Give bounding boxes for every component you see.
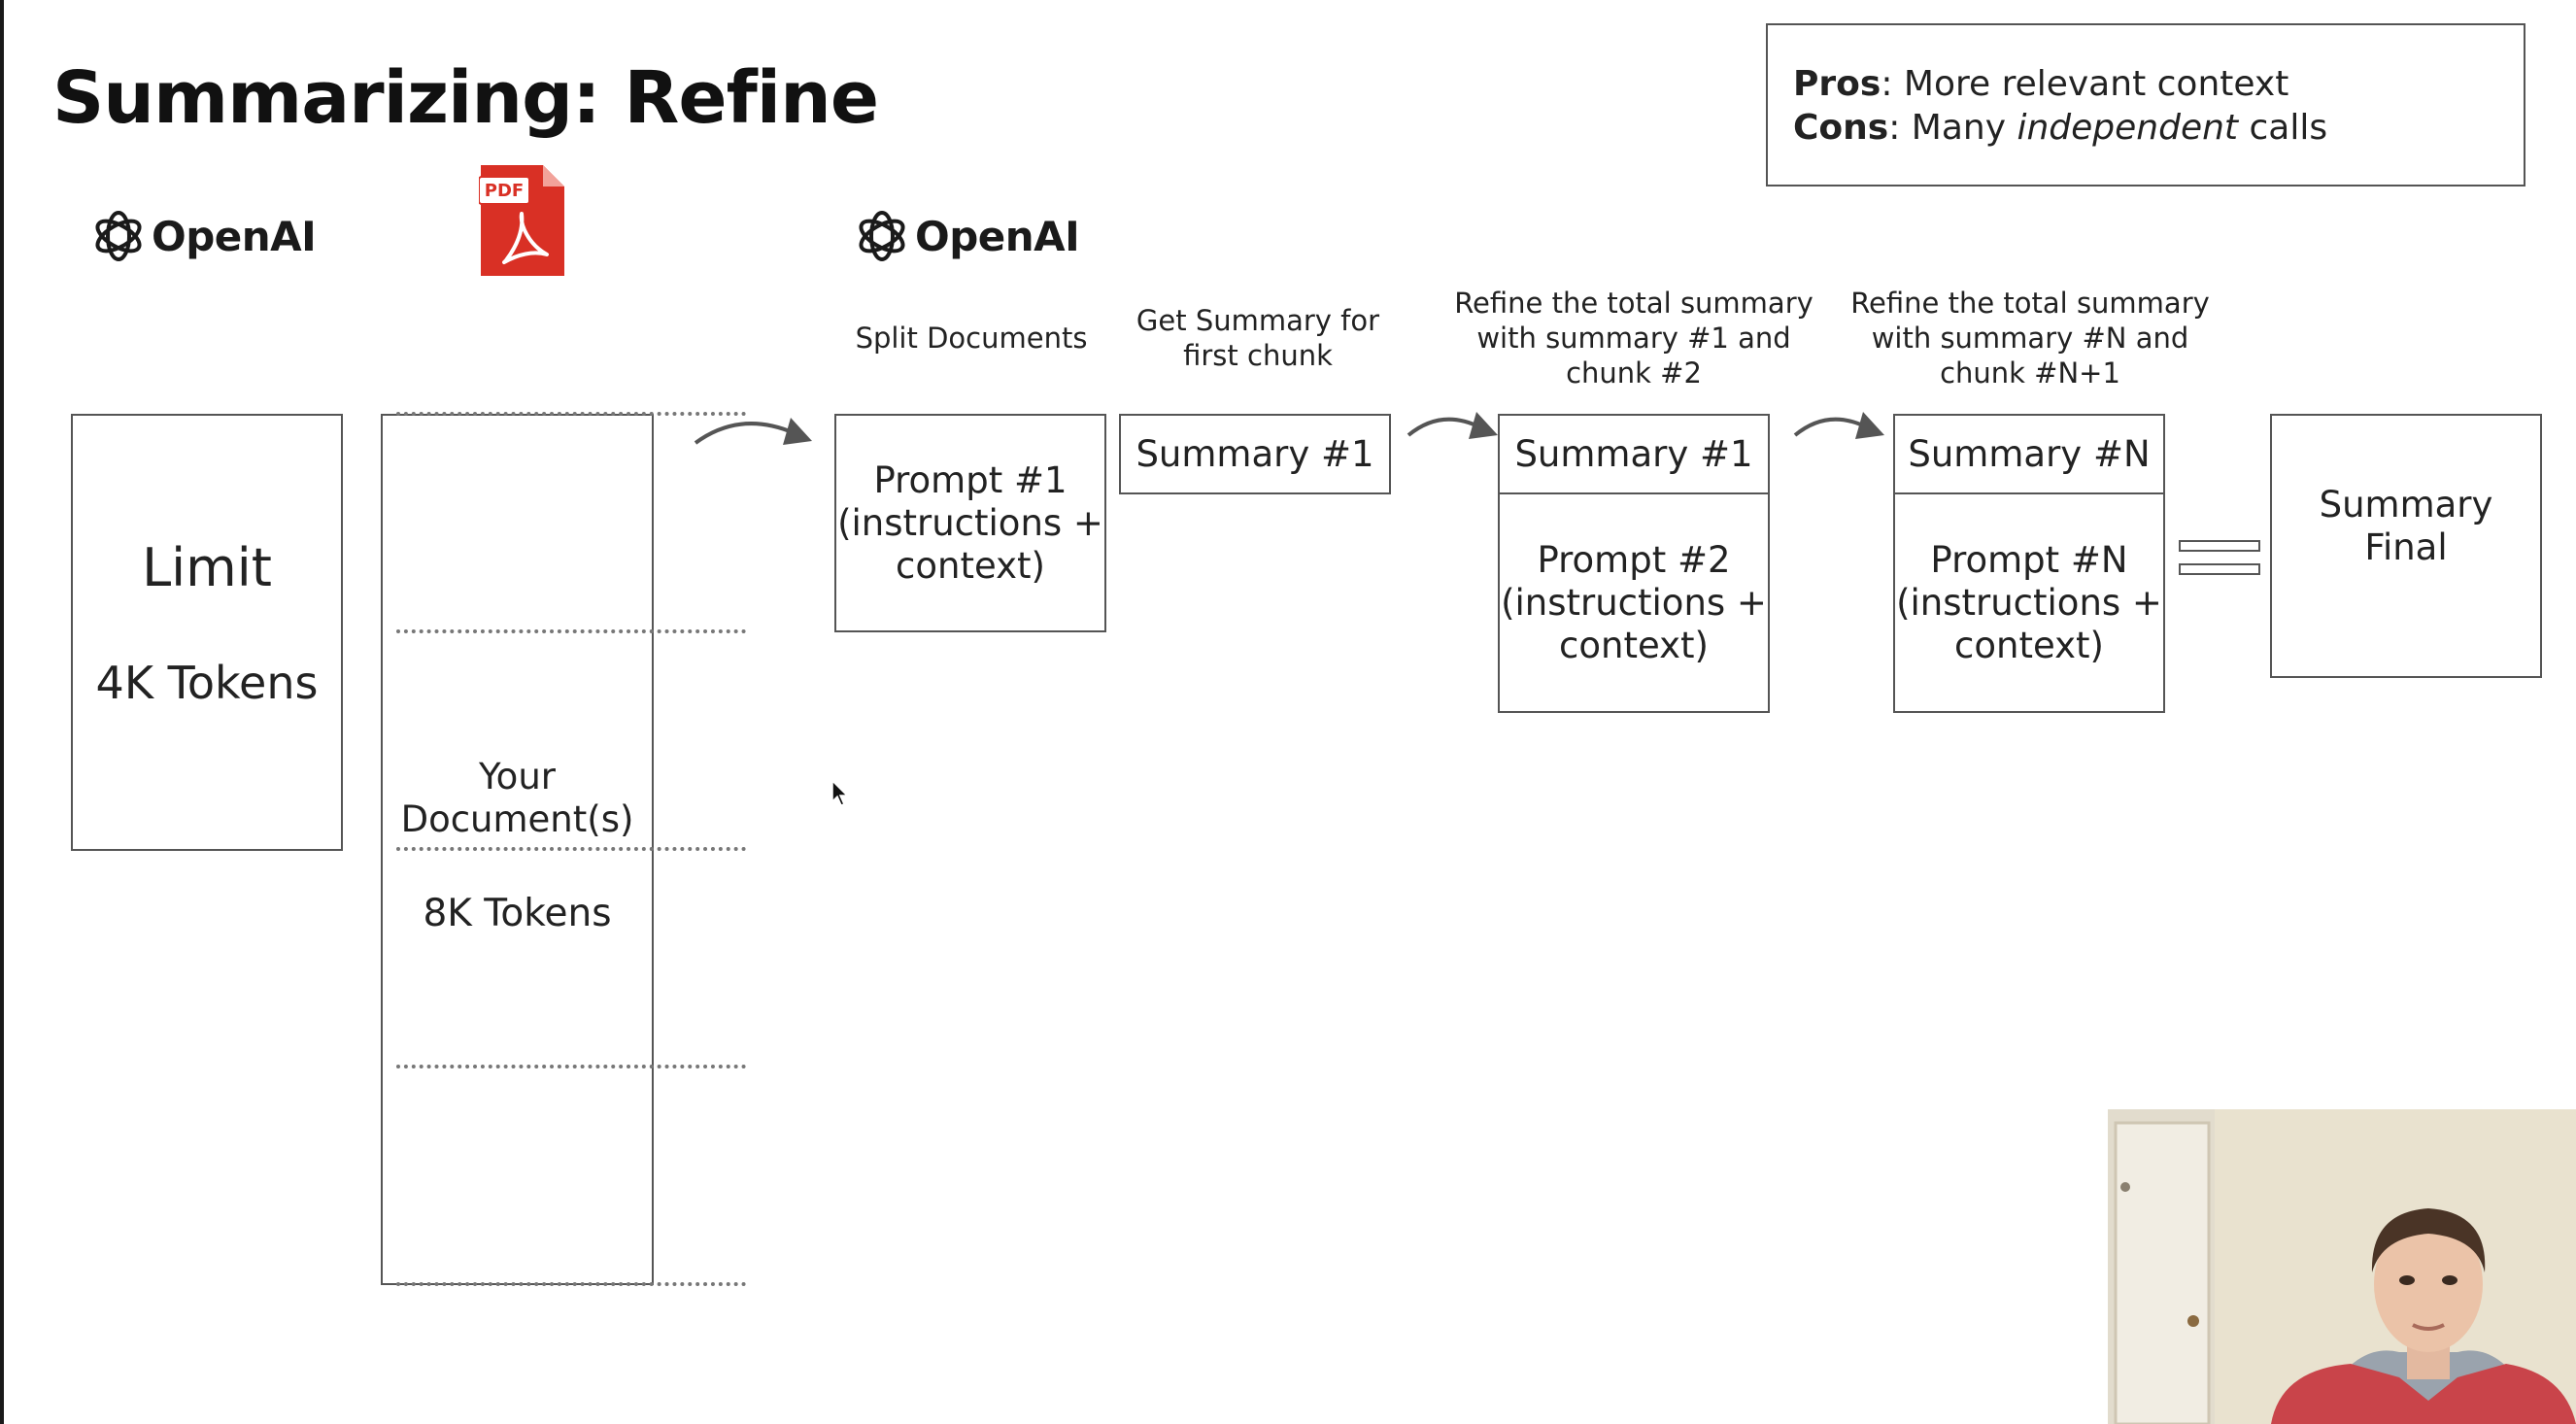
summary-final-text: Summary Final (2319, 484, 2493, 568)
pdf-file-icon: PDF (479, 165, 564, 276)
chunk-separator (396, 412, 746, 416)
curved-arrow-icon (694, 418, 812, 445)
pros-label: Pros (1793, 64, 1881, 104)
pros-text: : More relevant context (1881, 64, 2289, 104)
cons-row: Cons: Many independent calls (1793, 106, 2524, 150)
openai-wordmark-left: OpenAI (152, 212, 317, 260)
document-label: Your Document(s) (400, 756, 634, 840)
prompt-n-box: Prompt #N (instructions + context) (1893, 492, 2165, 713)
limit-tokens: 4K Tokens (95, 656, 319, 709)
summary-n-box: Summary #N (1893, 414, 2165, 494)
prompt-2-text: Prompt #2 (instructions + context) (1501, 538, 1767, 666)
presenter-video-frame (2108, 1109, 2576, 1424)
mouse-cursor-icon (831, 780, 849, 806)
split-documents-label: Split Documents (855, 322, 1088, 355)
summary-1-text: Summary #1 (1135, 433, 1374, 475)
refine-step-1-label: Refine the total summary with summary #1… (1454, 287, 1813, 390)
cons-text-italic: independent (2017, 108, 2239, 148)
chunk-separator (396, 847, 746, 851)
limit-label: Limit (142, 536, 272, 598)
slide-left-edge (0, 0, 4, 1424)
chunk-separator (396, 1065, 746, 1068)
summary-final-box: Summary Final (2270, 414, 2542, 678)
summary-n-text: Summary #N (1908, 433, 2151, 475)
cons-label: Cons (1793, 108, 1889, 148)
document-tokens: 8K Tokens (423, 892, 612, 935)
refine-step-n-label: Refine the total summary with summary #N… (1850, 287, 2210, 390)
prompt-n-text: Prompt #N (instructions + context) (1896, 538, 2162, 666)
openai-logo-icon (859, 211, 905, 261)
cons-text-after: calls (2238, 108, 2328, 148)
pros-row: Pros: More relevant context (1793, 62, 2524, 106)
openai-logo-middle: OpenAI (853, 204, 1080, 268)
chunk-separator (396, 1282, 746, 1286)
equals-bar-bottom (2179, 563, 2260, 575)
cons-text-before: : Many (1888, 108, 2017, 148)
refine-summary-1-box: Summary #1 (1498, 414, 1770, 494)
curved-arrow-icon (1407, 412, 1498, 439)
prompt-1-text: Prompt #1 (instructions + context) (837, 458, 1103, 587)
presenter-webcam (2108, 1109, 2576, 1424)
openai-logo-icon (95, 211, 142, 261)
first-summary-label: Get Summary for first chunk (1135, 304, 1380, 372)
prompt-2-box: Prompt #2 (instructions + context) (1498, 492, 1770, 713)
equals-bar-top (2179, 540, 2260, 552)
openai-wordmark-middle: OpenAI (915, 212, 1080, 260)
curved-arrow-icon (1793, 412, 1884, 439)
chunk-separator (396, 629, 746, 633)
slide-title: Summarizing: Refine (52, 56, 879, 140)
openai-logo-left: OpenAI (89, 204, 317, 268)
pros-cons-box: Pros: More relevant context Cons: Many i… (1766, 23, 2525, 186)
refine-summary-1-text: Summary #1 (1514, 433, 1753, 475)
summary-1-box: Summary #1 (1119, 414, 1391, 494)
limit-box: Limit 4K Tokens (71, 414, 343, 851)
prompt-1-box: Prompt #1 (instructions + context) (834, 414, 1106, 632)
pdf-badge-label: PDF (485, 181, 524, 201)
